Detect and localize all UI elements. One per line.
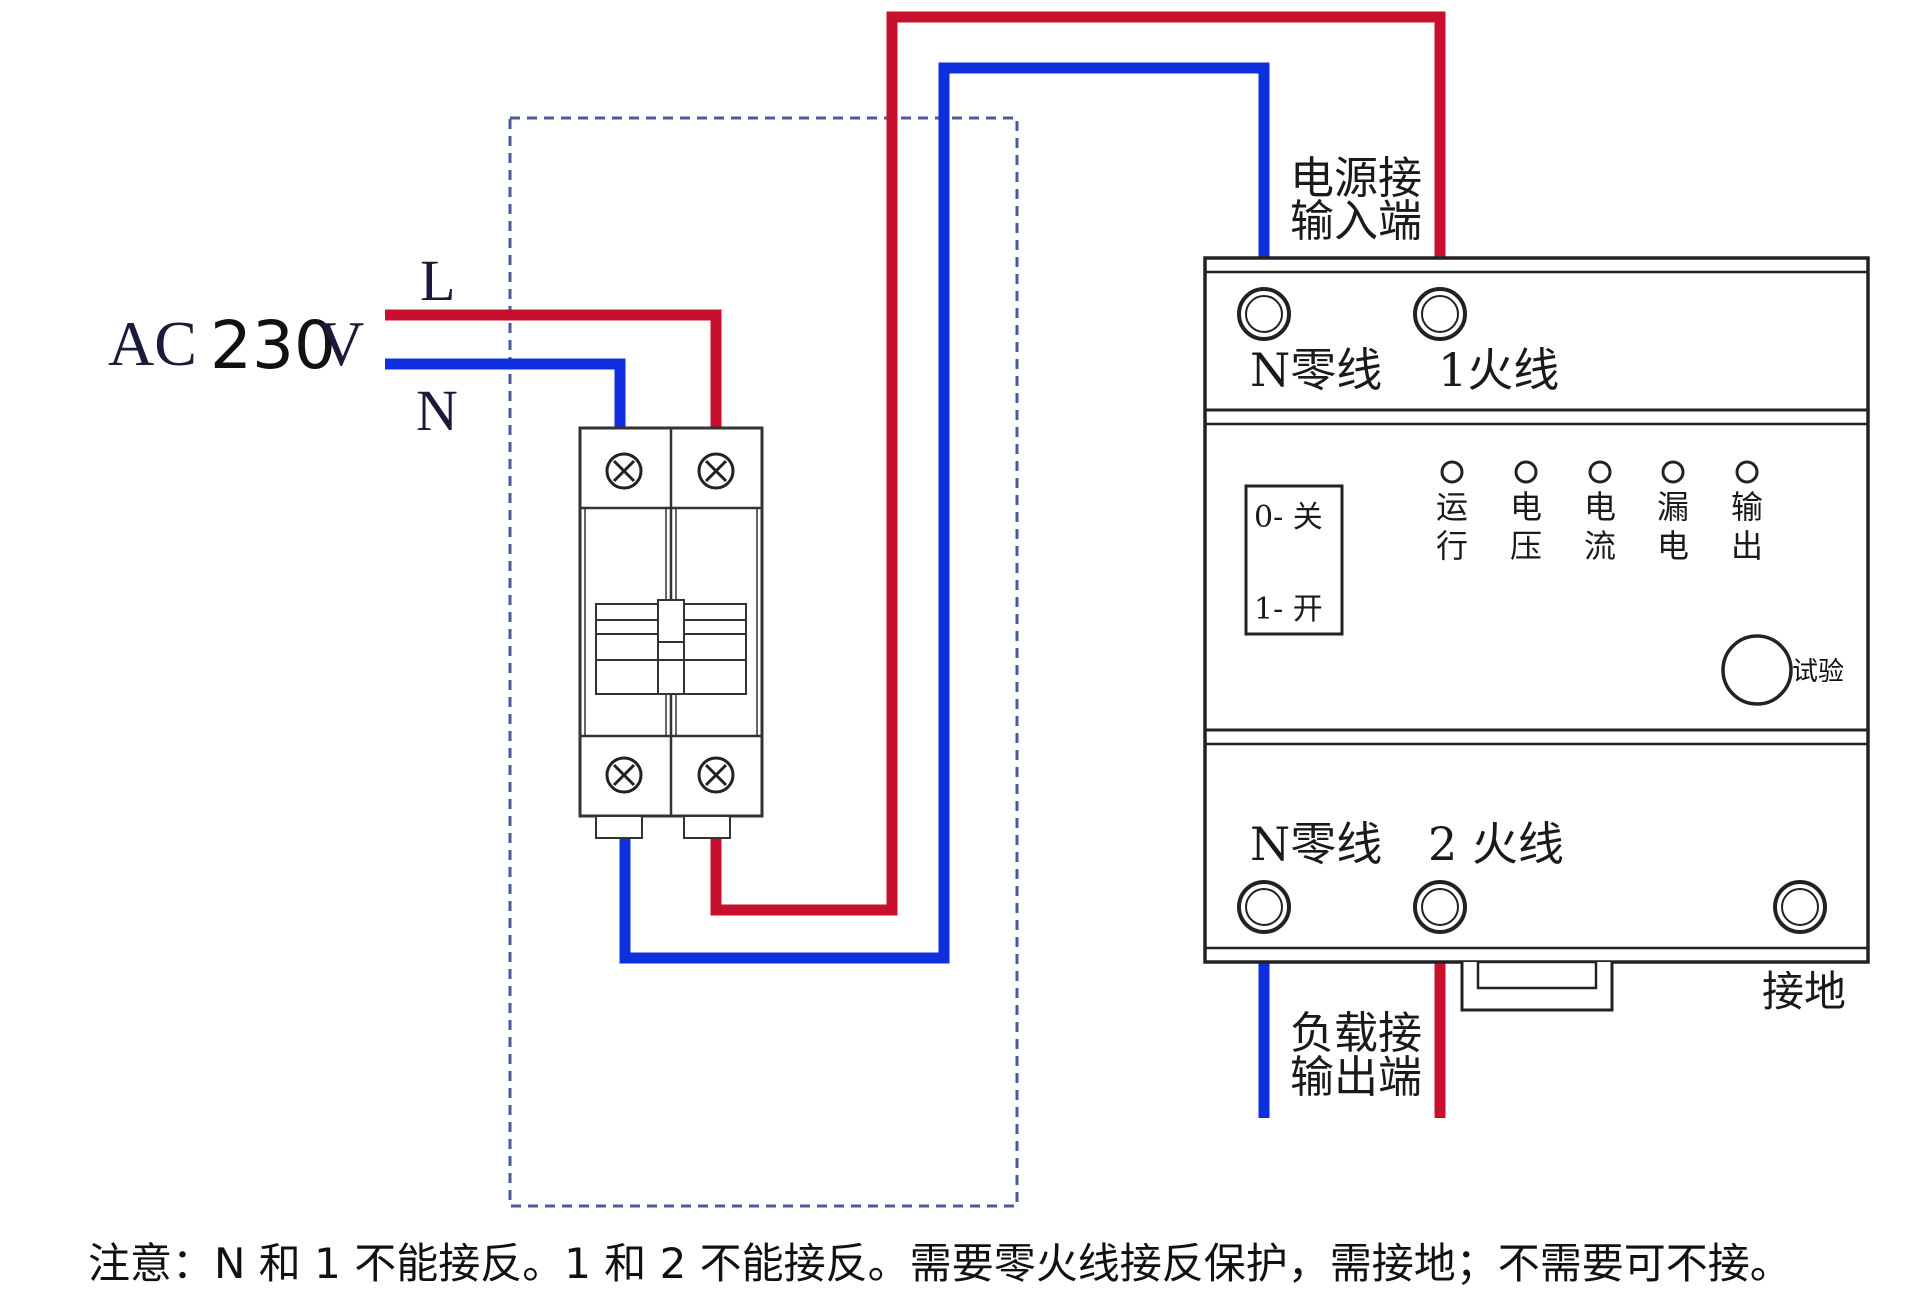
input-label-line1: 电源接 xyxy=(1290,153,1422,204)
breaker-screw-icon xyxy=(605,452,643,490)
voltage-unit: V xyxy=(318,308,364,379)
led-icon xyxy=(1661,460,1685,484)
indicator-run-top: 运 xyxy=(1436,488,1468,526)
output-label-line2: 输出端 xyxy=(1290,1052,1422,1103)
breaker-screws xyxy=(605,452,735,794)
device-terminals xyxy=(1237,287,1827,934)
led-icon xyxy=(1440,460,1464,484)
bottom-neutral-label: N零线 xyxy=(1250,817,1382,871)
breaker-screw-icon xyxy=(697,756,735,794)
terminal-icon xyxy=(1413,880,1467,934)
breaker-neutral-out-wire xyxy=(619,62,1270,964)
test-button[interactable] xyxy=(1721,634,1793,706)
led-icon xyxy=(1588,460,1612,484)
switch-on-label: 1- 开 xyxy=(1254,592,1323,627)
wiring-note: 注意：N 和 1 不能接反。1 和 2 不能接反。需要零火线接反保护，需接地；不… xyxy=(88,1239,1792,1288)
top-live-label: 1火线 xyxy=(1438,343,1559,397)
terminal-icon xyxy=(1237,880,1291,934)
indicator-leakage-top: 漏 xyxy=(1657,488,1689,526)
indicator-leakage-bottom: 电 xyxy=(1657,527,1689,565)
indicator-current-bottom: 流 xyxy=(1584,527,1616,565)
source-live-wire xyxy=(385,309,722,432)
indicator-run-bottom: 行 xyxy=(1436,527,1468,565)
bottom-live-label: 2 火线 xyxy=(1428,817,1564,871)
indicator-output-top: 输 xyxy=(1731,488,1763,526)
power-switch[interactable] xyxy=(1244,484,1344,636)
breaker-screw-icon xyxy=(697,452,735,490)
output-label-line1: 负载接 xyxy=(1290,1008,1422,1059)
ground-label: 接地 xyxy=(1762,967,1846,1016)
live-label: L xyxy=(420,248,455,313)
indicator-voltage-bottom: 压 xyxy=(1510,527,1542,565)
source-neutral-wire xyxy=(385,358,626,432)
breaker-live-out-wire xyxy=(710,11,1446,916)
indicator-current-top: 电 xyxy=(1584,488,1616,526)
breaker-screw-icon xyxy=(605,756,643,794)
wires xyxy=(385,11,1446,1118)
terminal-icon xyxy=(1413,287,1467,341)
top-neutral-label: N零线 xyxy=(1250,343,1382,397)
input-label-line2: 输入端 xyxy=(1290,196,1422,247)
breaker-lever xyxy=(595,599,747,695)
terminal-icon xyxy=(1237,287,1291,341)
indicator-output-bottom: 出 xyxy=(1731,527,1763,565)
terminal-icon xyxy=(1773,880,1827,934)
test-button-label: 试验 xyxy=(1792,657,1844,687)
led-icon xyxy=(1735,460,1759,484)
switch-off-label: 0- 关 xyxy=(1254,500,1323,535)
indicator-leds xyxy=(1440,460,1759,484)
led-icon xyxy=(1514,460,1538,484)
protector-device xyxy=(1203,256,1870,1012)
indicator-voltage-top: 电 xyxy=(1510,488,1542,526)
ac-label: AC xyxy=(108,308,197,379)
circuit-breaker xyxy=(578,426,764,839)
neutral-label: N xyxy=(416,378,458,443)
voltage-value: 230 xyxy=(210,307,336,384)
